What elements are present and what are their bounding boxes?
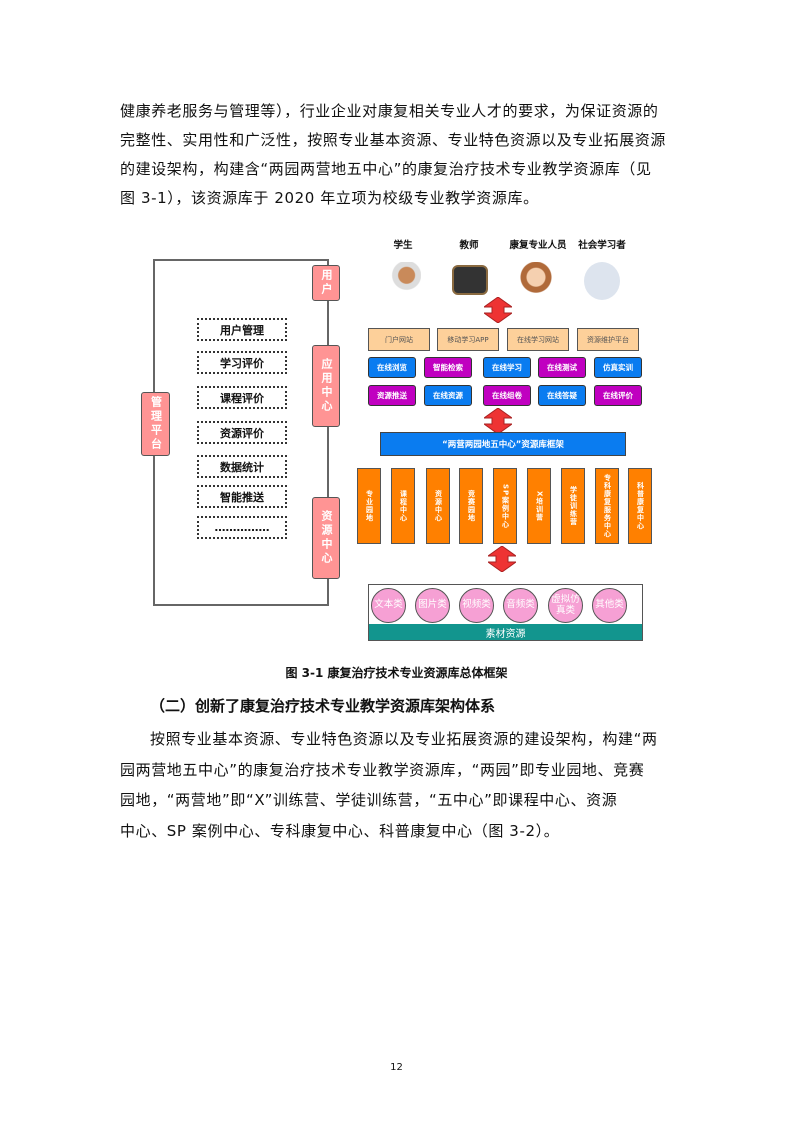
double-arrow-icon xyxy=(484,297,512,323)
double-arrow-icon xyxy=(484,408,512,434)
section-heading: （二）创新了康复治疗技术专业教学资源库架构体系 xyxy=(150,697,496,715)
function-box: 在线评价 xyxy=(594,385,642,406)
student-icon xyxy=(385,262,421,300)
teacher-icon xyxy=(452,265,488,295)
mgmt-item: 用户管理 xyxy=(197,318,287,341)
material-circle: 虚拟仿真类 xyxy=(548,588,583,623)
column-box: 竞赛园地 xyxy=(459,468,483,544)
figure-caption: 图 3-1 康复治疗技术专业资源库总体框架 xyxy=(285,666,508,680)
portal-box: 门户网站 xyxy=(368,328,430,351)
material-circle: 文本类 xyxy=(371,588,406,623)
mgmt-item: 智能推送 xyxy=(197,485,287,508)
text-line: 园地，“两营地”即“X”训练营、学徒训练营，“五中心”即课程中心、资源 xyxy=(120,791,618,809)
column-box: SP案例中心 xyxy=(493,468,517,544)
management-platform-label: 管理平台 xyxy=(141,392,170,456)
social-learner-icon xyxy=(584,262,620,300)
double-arrow-icon xyxy=(488,546,516,572)
material-circle: 图片类 xyxy=(415,588,450,623)
page-number: 12 xyxy=(390,1062,403,1073)
user-label: 社会学习者 xyxy=(578,240,626,251)
column-box: X培训营 xyxy=(527,468,551,544)
function-box: 智能检索 xyxy=(424,357,472,378)
side-label-user: 用户 xyxy=(312,265,340,301)
side-label-app-center: 应用中心 xyxy=(312,345,340,427)
user-label: 学生 xyxy=(393,240,413,251)
text-line: 图 3-1），该资源库于 2020 年立项为校级专业教学资源库。 xyxy=(120,189,539,207)
function-box: 资源推送 xyxy=(368,385,416,406)
column-box: 学徒训练营 xyxy=(561,468,585,544)
user-label: 教师 xyxy=(459,240,479,251)
mgmt-item: 课程评价 xyxy=(197,386,287,409)
function-box: 在线答疑 xyxy=(538,385,586,406)
function-box: 在线组卷 xyxy=(483,385,531,406)
function-box: 在线资源 xyxy=(424,385,472,406)
materials-label: 素材资源 xyxy=(369,624,642,640)
column-box: 专科康复服务中心 xyxy=(595,468,619,544)
text-line: 中心、SP 案例中心、专科康复中心、科普康复中心（图 3-2）。 xyxy=(120,822,560,840)
text-line: 园两营地五中心”的康复治疗技术专业教学资源库，“两园”即专业园地、竞赛 xyxy=(120,761,645,779)
function-box: 在线测试 xyxy=(538,357,586,378)
material-circle: 其他类 xyxy=(592,588,627,623)
function-box: 在线浏览 xyxy=(368,357,416,378)
column-box: 课程中心 xyxy=(391,468,415,544)
material-circle: 视频类 xyxy=(459,588,494,623)
function-box: 仿真实训 xyxy=(594,357,642,378)
materials-box xyxy=(368,584,643,641)
text-line: 按照专业基本资源、专业特色资源以及专业拓展资源的建设架构，构建“两 xyxy=(150,730,658,748)
column-box: 科普康复中心 xyxy=(628,468,652,544)
text-line: 完整性、实用性和广泛性，按照专业基本资源、专业特色资源以及专业拓展资源 xyxy=(120,131,667,149)
text-line: 健康养老服务与管理等），行业企业对康复相关专业人才的要求，为保证资源的 xyxy=(120,102,659,120)
rehab-professional-icon xyxy=(518,262,554,300)
portal-box: 资源维护平台 xyxy=(577,328,639,351)
material-circle: 音频类 xyxy=(503,588,538,623)
column-box: 资源中心 xyxy=(426,468,450,544)
mgmt-item: 学习评价 xyxy=(197,351,287,374)
text-line: 的建设架构，构建含“两园两营地五中心”的康复治疗技术专业教学资源库（见 xyxy=(120,160,652,178)
portal-box: 移动学习APP xyxy=(437,328,499,351)
mgmt-item: 资源评价 xyxy=(197,421,287,444)
mgmt-item: …………… xyxy=(197,516,287,539)
mgmt-item: 数据统计 xyxy=(197,455,287,478)
column-box: 专业园地 xyxy=(357,468,381,544)
portal-box: 在线学习网站 xyxy=(507,328,569,351)
side-label-resource-center: 资源中心 xyxy=(312,497,340,579)
framework-bar: “两营两园地五中心”资源库框架 xyxy=(380,432,626,456)
user-label: 康复专业人员 xyxy=(509,240,567,251)
function-box: 在线学习 xyxy=(483,357,531,378)
